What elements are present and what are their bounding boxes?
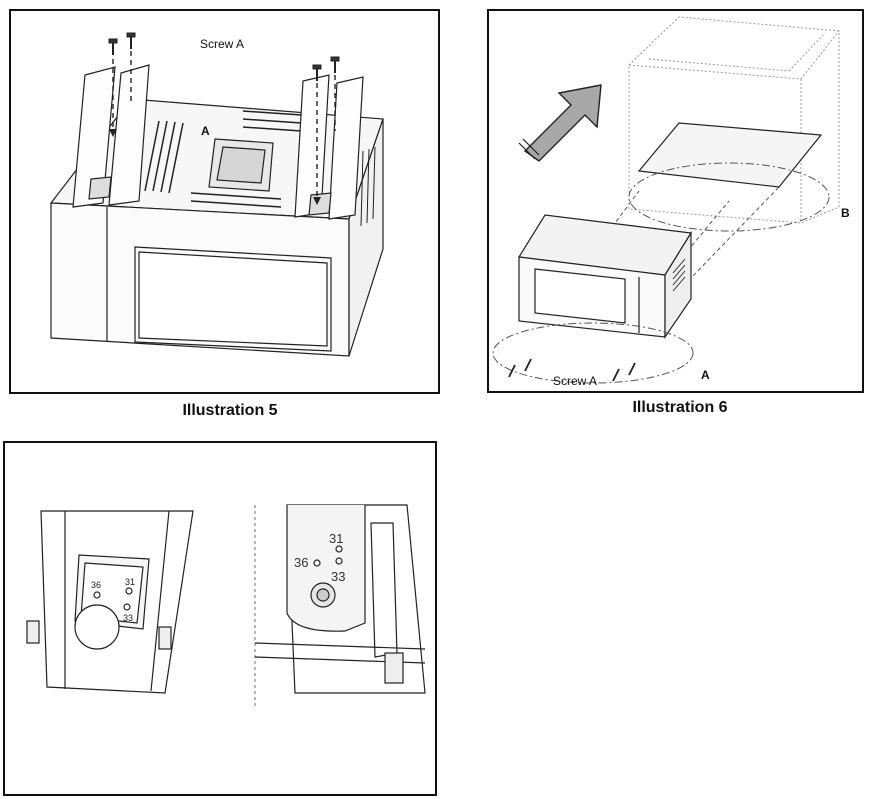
part-a-label: A — [201, 124, 210, 138]
label-a: A — [701, 368, 710, 382]
hole-number-36-large: 36 — [294, 555, 308, 570]
screw-a-label: Screw A — [553, 374, 597, 388]
direction-arrow-icon — [518, 84, 602, 162]
illustration-6-drawing: Screw A A B — [492, 16, 850, 388]
label-b: B — [841, 206, 850, 220]
illustration-5-drawing: Screw A A — [49, 32, 384, 357]
screw-icon — [108, 32, 340, 81]
illustration-5-frame: Screw A A — [9, 9, 440, 394]
hole-number-31: 31 — [125, 577, 135, 587]
illustration-5-caption: Illustration 5 — [182, 402, 278, 419]
hole-number-36: 36 — [91, 580, 101, 590]
hole-number-33-large: 33 — [331, 569, 345, 584]
illustration-7-drawing: 36 31 33 36 31 33 — [26, 504, 426, 707]
illustration-7-frame: 36 31 33 36 31 33 — [3, 441, 437, 796]
hole-number-33: 33 — [123, 613, 133, 623]
screw-icon — [508, 358, 636, 382]
hole-number-31-large: 31 — [329, 531, 343, 546]
illustration-6-frame: Screw A A B — [487, 9, 864, 393]
illustration-6-caption: Illustration 6 — [632, 399, 728, 416]
screw-a-label: Screw A — [200, 37, 244, 51]
